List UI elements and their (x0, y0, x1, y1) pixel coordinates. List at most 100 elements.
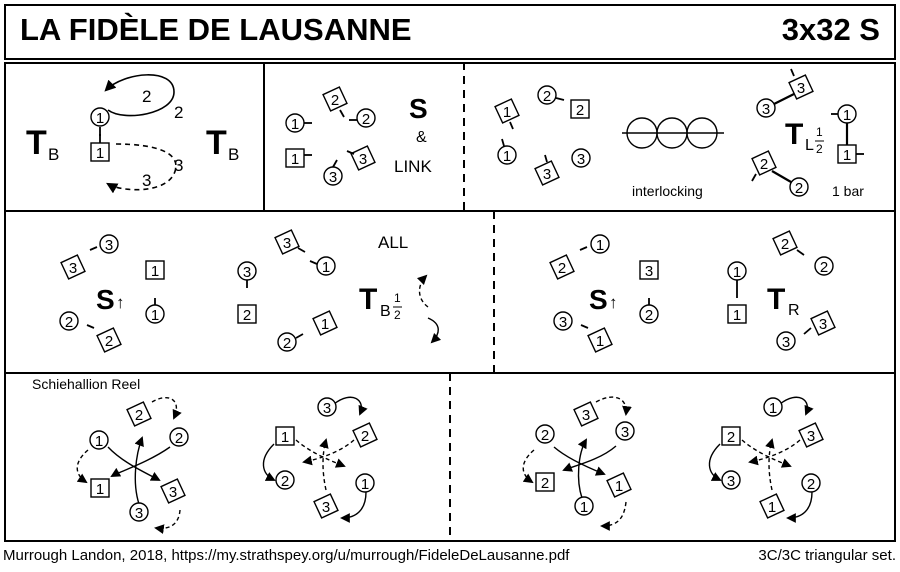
track-solid (786, 491, 813, 523)
track-dashed (522, 449, 535, 484)
dancer-woman (549, 254, 575, 280)
track-dashed (600, 501, 627, 531)
dancer-number: 3 (807, 428, 815, 445)
dancer-man (763, 397, 783, 417)
dancer-man (801, 473, 821, 493)
facing-tick (796, 249, 805, 256)
dancer-number: 3 (782, 334, 790, 351)
dancer-woman (275, 426, 295, 446)
caption: Schiehallion Reel (32, 376, 140, 392)
dancer-number: 1 (769, 400, 777, 417)
dancer-woman (772, 230, 798, 256)
dancer-number: 2 (760, 156, 768, 173)
dancer-man (277, 332, 297, 352)
dancer-number: 1 (322, 259, 330, 276)
dancer-woman (126, 401, 152, 427)
cell-6: ALL T B 1 2 3 3 1 2 2 1 (237, 229, 442, 352)
dancer-man (756, 98, 776, 118)
dancer-woman (759, 493, 785, 519)
move-subscript: R (788, 302, 800, 319)
dancer-woman (160, 478, 186, 504)
dancer-man (169, 427, 189, 447)
dancer-number: 1 (95, 433, 103, 450)
fraction-num: 1 (816, 125, 823, 139)
caption: 1 bar (832, 183, 864, 199)
track-solid (779, 396, 814, 416)
move-arrow: ↑ (609, 293, 618, 312)
move-link: LINK (394, 157, 432, 176)
facing-tick (86, 324, 95, 329)
dancer-man (59, 311, 79, 331)
cell-5: S ↑ 3 3 1 1 2 2 (59, 234, 165, 353)
dancer-number: 1 (151, 307, 159, 324)
track-dashed (302, 439, 355, 466)
dancer-man (275, 470, 295, 490)
dancer-man (356, 108, 376, 128)
dancer-woman (145, 260, 165, 280)
loop-label: 3 (174, 156, 183, 175)
dancer-woman (727, 304, 747, 324)
dancer-number: 2 (541, 427, 549, 444)
dancer-number: 1 (96, 110, 104, 127)
interlock-circle (686, 117, 718, 149)
cell-11: 3 2 3 2 1 1 (522, 396, 635, 531)
cell-3: 1 2 2 1 3 3 interlocking (494, 85, 724, 199)
dance-title: LA FIDÈLE DE LAUSANNE (20, 12, 412, 47)
dancer-woman (312, 310, 338, 336)
track-dashed (151, 397, 182, 420)
facing-tick (309, 260, 318, 265)
move-label: T (785, 118, 803, 151)
dancer-man (89, 430, 109, 450)
loop-path-solid (427, 317, 442, 344)
dancer-number: 2 (331, 92, 339, 109)
dancer-woman (274, 229, 300, 255)
dancer-woman (573, 401, 599, 427)
dancer-man (590, 234, 610, 254)
caption: interlocking (632, 183, 703, 199)
dancer-number: 3 (69, 260, 77, 277)
dancer-man (145, 304, 165, 324)
dancer-number: 3 (819, 316, 827, 333)
loop-label: 2 (174, 103, 183, 122)
track-dashed (765, 438, 775, 491)
dancer-number: 3 (621, 424, 629, 441)
dancer-number: 3 (727, 473, 735, 490)
dancer-man (90, 107, 110, 127)
header-box: LA FIDÈLE DE LAUSANNE 3x32 S (4, 4, 896, 60)
dancer-man (574, 496, 594, 516)
dancer-number: 2 (807, 476, 815, 493)
dancer-woman (352, 422, 378, 448)
move-arrow: ↑ (116, 293, 125, 312)
dancer-number: 1 (843, 147, 851, 164)
hand-link (771, 170, 792, 183)
footer-credit: Murrough Landon, 2018, https://my.strath… (3, 547, 570, 564)
fraction-den: 2 (816, 142, 823, 156)
facing-tick (790, 68, 795, 77)
dancer-number: 1 (733, 307, 741, 324)
cell-10: 3 1 2 2 3 1 (262, 396, 378, 523)
dancer-woman (313, 493, 339, 519)
track-solid (107, 446, 161, 481)
cell-1: T B T B 2 2 3 3 1 1 (26, 74, 239, 194)
track-solid (333, 396, 368, 416)
dancer-woman (350, 145, 376, 171)
dancer-man (789, 177, 809, 197)
track-dashed (595, 396, 632, 416)
facing-tick (579, 246, 588, 251)
track-dashed (741, 439, 792, 468)
dancer-woman (96, 327, 122, 353)
loop-path-dashed (416, 274, 429, 308)
dancer-number: 3 (797, 80, 805, 97)
dancer-woman (788, 74, 814, 100)
footer-set-info: 3C/3C triangular set. (758, 547, 896, 564)
dancer-number: 2 (175, 430, 183, 447)
dancer-man (776, 331, 796, 351)
fraction-num: 1 (394, 291, 401, 305)
cell-9: Schiehallion Reel 2 1 2 1 3 3 (32, 376, 189, 534)
dancer-number: 3 (169, 484, 177, 501)
dancer-number: 1 (733, 264, 741, 281)
dancer-man (316, 256, 336, 276)
fraction-den: 2 (394, 308, 401, 322)
dancer-man (497, 145, 517, 165)
track-solid (262, 443, 276, 481)
